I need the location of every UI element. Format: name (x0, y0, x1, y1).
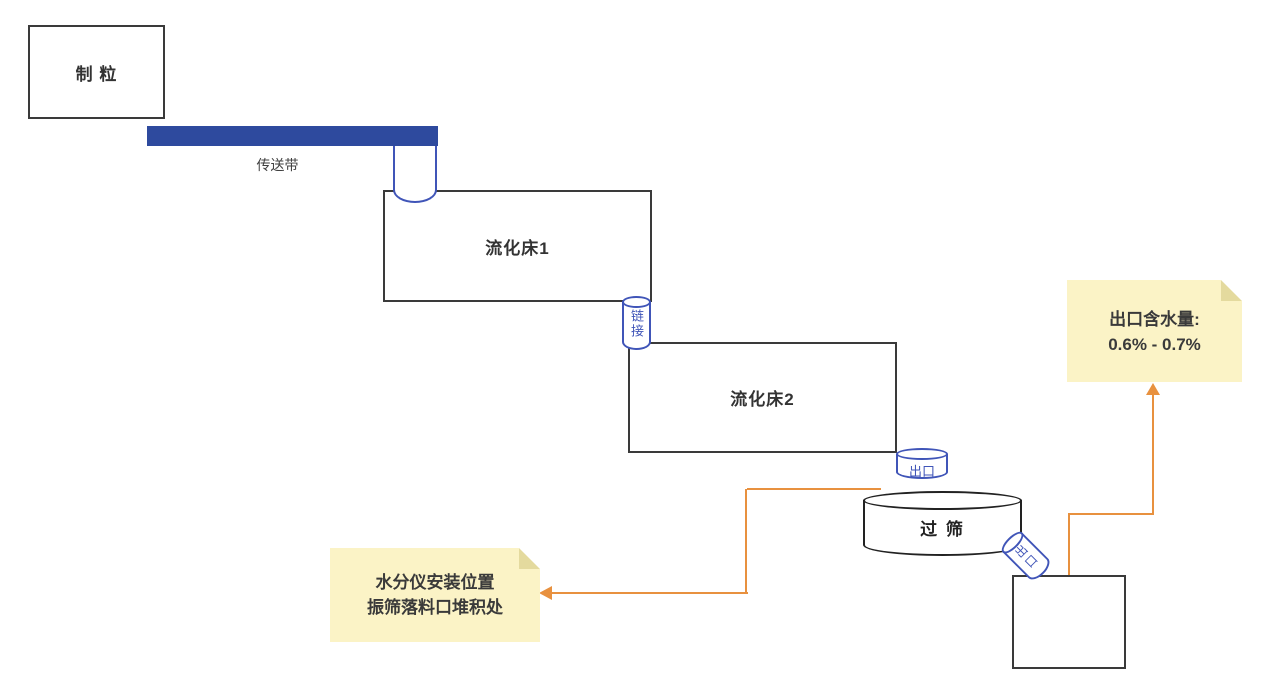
outlet-cylinder: 出口 (896, 448, 948, 479)
link-cylinder: 链接 (622, 296, 651, 350)
link-cylinder-body (622, 302, 651, 350)
note-sensor-location-line1: 水分仪安装位置 (375, 573, 495, 592)
fluid-bed-1-label: 流化床1 (485, 238, 550, 258)
fluid-bed-2-label: 流化床2 (730, 390, 795, 409)
arrow-sensor-note-segment-vertical (745, 489, 747, 593)
drop-chute (393, 146, 437, 203)
arrow-sensor-note-segment-bottom (551, 592, 748, 594)
link-cylinder-cap (622, 296, 651, 308)
collection-box (1012, 575, 1126, 669)
sieve-drum-cap (863, 491, 1022, 510)
note-sensor-location: 水分仪安装位置 振筛落料口堆积处 (330, 548, 540, 642)
note-moisture-spec: 出口含水量: 0.6% - 0.7% (1067, 280, 1242, 382)
granulation-box: 制 粒 (28, 25, 165, 119)
sieve-drum-label: 过 筛 (920, 520, 965, 539)
arrow-sensor-note-segment-top (747, 488, 881, 490)
arrow-sensor-note-arrowhead (539, 586, 552, 600)
conveyor-belt (147, 126, 438, 146)
link-cylinder-label: 链接 (629, 309, 644, 339)
outlet-cylinder-label: 出口 (908, 464, 935, 479)
arrow-moisture-note-segment-upper (1152, 394, 1154, 515)
conveyor-label: 传送带 (256, 157, 299, 173)
granulation-label: 制 粒 (75, 64, 118, 84)
note-sensor-location-line2: 振筛落料口堆积处 (367, 598, 503, 617)
sieve-drum: 过 筛 (863, 491, 1022, 556)
fluid-bed-2-box: 流化床2 (628, 342, 897, 453)
note-moisture-spec-line2: 0.6% - 0.7% (1108, 335, 1201, 354)
outlet-cylinder-cap (896, 448, 948, 460)
arrow-moisture-note-segment-lower (1068, 514, 1070, 575)
arrow-moisture-note-segment-horizontal (1068, 513, 1154, 515)
arrow-moisture-note-arrowhead (1146, 383, 1160, 395)
fluid-bed-1-box: 流化床1 (383, 190, 652, 302)
note-moisture-spec-line1: 出口含水量: (1109, 310, 1200, 329)
